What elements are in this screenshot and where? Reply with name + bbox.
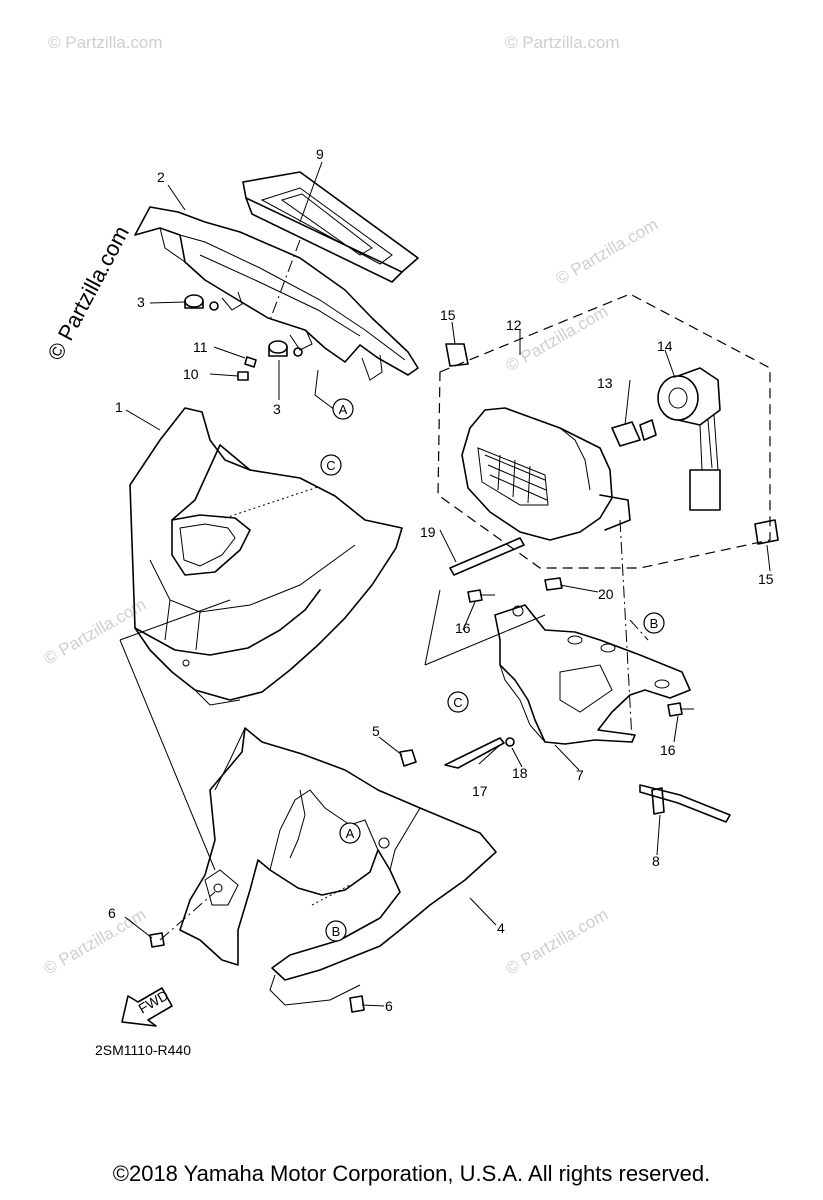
callout-10[interactable]: 10 bbox=[183, 366, 199, 382]
callout-19[interactable]: 19 bbox=[420, 524, 436, 540]
fwd-arrow-icon: FWD bbox=[121, 987, 173, 1027]
diagram-code: 2SM1110-R440 bbox=[95, 1042, 191, 1058]
callout-9[interactable]: 9 bbox=[316, 146, 324, 162]
part-3-screws[interactable] bbox=[184, 294, 303, 357]
ref-b-marker[interactable]: B bbox=[650, 616, 659, 631]
ref-a-marker[interactable]: A bbox=[346, 826, 355, 841]
part-7-bracket[interactable] bbox=[494, 604, 691, 745]
part-9-meter[interactable] bbox=[242, 171, 419, 283]
watermark-text-dark: © Partzilla.com bbox=[42, 222, 134, 365]
callout-8[interactable]: 8 bbox=[652, 853, 660, 869]
watermark-text: © Partzilla.com bbox=[505, 33, 620, 52]
guide-lines bbox=[119, 239, 649, 941]
fwd-label: FWD bbox=[136, 987, 172, 1017]
callout-17[interactable]: 17 bbox=[472, 783, 488, 799]
callout-14[interactable]: 14 bbox=[657, 338, 673, 354]
part-4-under-cowl[interactable] bbox=[179, 727, 497, 1006]
watermark-text: © Partzilla.com bbox=[41, 595, 150, 669]
watermark-text: © Partzilla.com bbox=[48, 33, 163, 52]
ref-a-marker[interactable]: A bbox=[339, 402, 348, 417]
callout-4[interactable]: 4 bbox=[497, 920, 505, 936]
part-1-front-cowl[interactable] bbox=[129, 407, 403, 706]
ref-c-marker[interactable]: C bbox=[326, 458, 335, 473]
reference-markers: A A B B C C bbox=[320, 398, 665, 942]
ref-b-marker[interactable]: B bbox=[332, 924, 341, 939]
callout-1[interactable]: 1 bbox=[115, 399, 123, 415]
watermark-text: © Partzilla.com bbox=[503, 302, 612, 376]
part-10-11-clips[interactable] bbox=[237, 356, 257, 381]
ref-c-marker[interactable]: C bbox=[453, 695, 462, 710]
part-15-clips[interactable] bbox=[445, 343, 779, 545]
part-12-headlight[interactable] bbox=[461, 407, 631, 541]
callout-20[interactable]: 20 bbox=[598, 586, 614, 602]
callout-18[interactable]: 18 bbox=[512, 765, 528, 781]
callout-7[interactable]: 7 bbox=[576, 767, 584, 783]
part-8-clamp[interactable] bbox=[639, 784, 731, 823]
fasteners-16-20[interactable] bbox=[444, 537, 694, 769]
callout-3[interactable]: 3 bbox=[137, 294, 145, 310]
fasteners-5-6[interactable] bbox=[149, 749, 417, 1013]
callout-2[interactable]: 2 bbox=[157, 169, 165, 185]
callout-6[interactable]: 6 bbox=[108, 905, 116, 921]
copyright-footer: ©2018 Yamaha Motor Corporation, U.S.A. A… bbox=[112, 1161, 711, 1186]
callout-leaders bbox=[124, 161, 771, 1007]
callout-13[interactable]: 13 bbox=[597, 375, 613, 391]
callout-15[interactable]: 15 bbox=[440, 307, 456, 323]
watermark-text: © Partzilla.com bbox=[503, 905, 612, 979]
callout-16[interactable]: 16 bbox=[660, 742, 676, 758]
callout-16[interactable]: 16 bbox=[455, 620, 471, 636]
callout-6[interactable]: 6 bbox=[385, 998, 393, 1014]
headlight-assembly-group bbox=[437, 293, 771, 569]
callout-15[interactable]: 15 bbox=[758, 571, 774, 587]
callout-12[interactable]: 12 bbox=[506, 317, 522, 333]
callout-5[interactable]: 5 bbox=[372, 723, 380, 739]
callout-3[interactable]: 3 bbox=[273, 401, 281, 417]
part-13-bulb[interactable] bbox=[611, 419, 657, 447]
callout-numbers: 2 9 3 3 11 10 1 5 6 6 4 7 8 12 13 14 15 … bbox=[108, 146, 774, 1014]
callout-11[interactable]: 11 bbox=[193, 339, 208, 355]
watermark-text: © Partzilla.com bbox=[41, 905, 150, 979]
watermark-text: © Partzilla.com bbox=[553, 215, 662, 289]
part-14-socket[interactable] bbox=[657, 367, 721, 511]
part-2-upper-cover[interactable] bbox=[134, 206, 419, 381]
